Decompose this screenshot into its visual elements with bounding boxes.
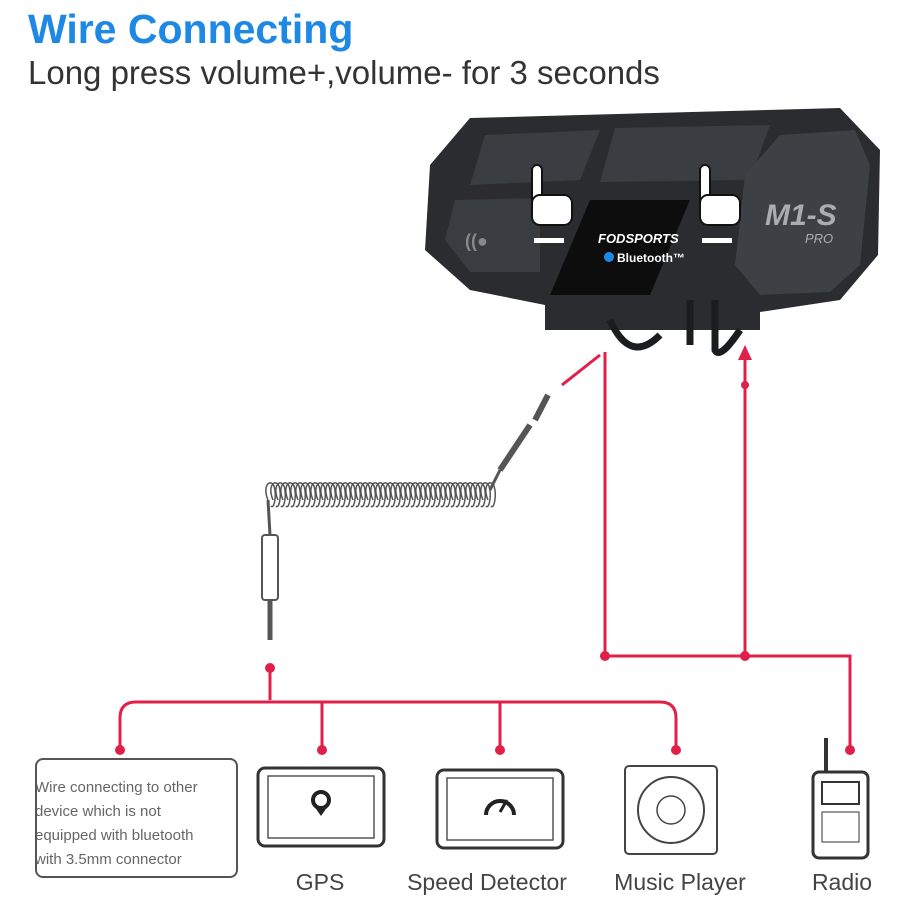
- connection-dots: [115, 381, 855, 755]
- map-pin-icon: [311, 790, 331, 816]
- radio-icon: [821, 781, 860, 843]
- music-player-label: Music Player: [614, 869, 746, 895]
- note-line: Wire connecting to other: [35, 779, 198, 796]
- note-line: device which is not: [35, 803, 161, 820]
- music-player-icon: [637, 776, 705, 844]
- speedometer-icon: [484, 799, 516, 816]
- bluetooth-icon: [604, 252, 614, 262]
- gps-label: GPS: [295, 869, 345, 895]
- speed-detector-device: [435, 768, 565, 850]
- talk-button: [445, 198, 540, 272]
- wired-device-note: Wire connecting to other device which is…: [35, 758, 238, 878]
- headset-device: ((● M1-S PRO FODSPORTS Bluetooth™: [425, 108, 880, 356]
- radio-label: Radio: [811, 869, 873, 895]
- press-volume-plus-hand-icon: [699, 164, 741, 243]
- press-volume-minus-hand-icon: [531, 164, 573, 243]
- speed-detector-label: Speed Detector: [407, 869, 567, 895]
- music-player-device: [624, 765, 718, 855]
- gps-device: [256, 766, 386, 848]
- page-subtitle: Long press volume+,volume- for 3 seconds: [28, 54, 660, 91]
- arrow-up-icon: [738, 345, 752, 360]
- note-line: equipped with bluetooth: [35, 827, 194, 844]
- brand-label: FODSPORTS: [598, 231, 679, 246]
- radio-device: [811, 738, 870, 860]
- model-sub-label: PRO: [805, 231, 833, 246]
- bluetooth-label: Bluetooth™: [617, 251, 685, 265]
- connection-lines: [118, 352, 852, 748]
- note-line: with 3.5mm connector: [35, 851, 182, 868]
- model-label: M1-S: [765, 199, 837, 232]
- page-title: Wire Connecting: [28, 6, 354, 52]
- svg-text:((●: ((●: [465, 231, 488, 251]
- coiled-audio-cable: [261, 393, 551, 640]
